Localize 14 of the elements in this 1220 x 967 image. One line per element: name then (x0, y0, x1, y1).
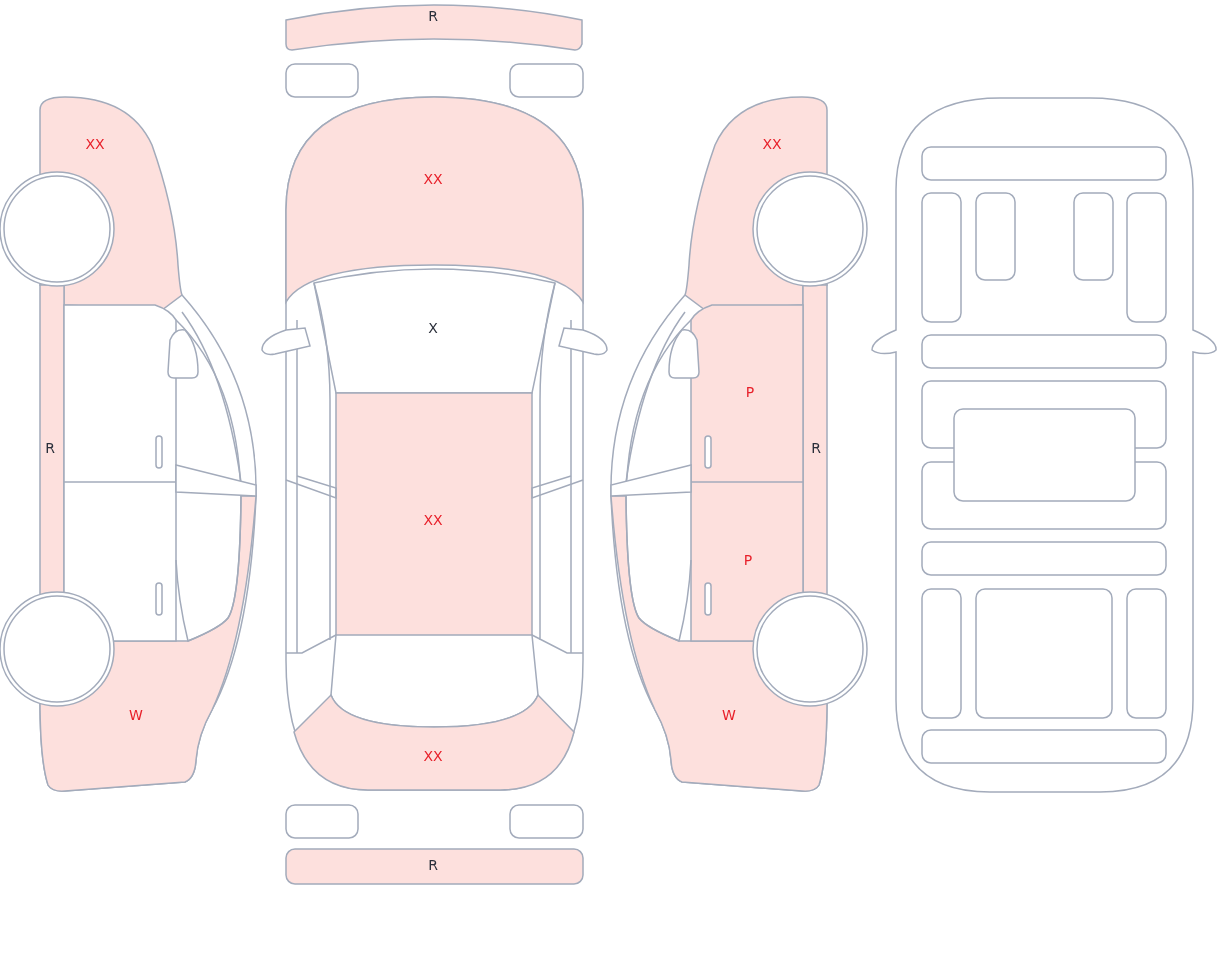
part-code-label: R (428, 8, 438, 24)
part-code-label: W (129, 707, 143, 723)
part-code-label: P (745, 384, 755, 400)
part-code-label: XX (423, 748, 443, 764)
part-code-label: XX (423, 512, 443, 528)
part-code-label: X (428, 320, 438, 336)
part-code-label: R (811, 440, 821, 456)
part-code-label: P (743, 552, 753, 568)
part-code-label: XX (85, 136, 105, 152)
part-code-label: R (45, 440, 55, 456)
part-code-label: W (722, 707, 736, 723)
part-code-label: XX (423, 171, 443, 187)
part-code-label: XX (762, 136, 782, 152)
part-code-label: R (428, 857, 438, 873)
